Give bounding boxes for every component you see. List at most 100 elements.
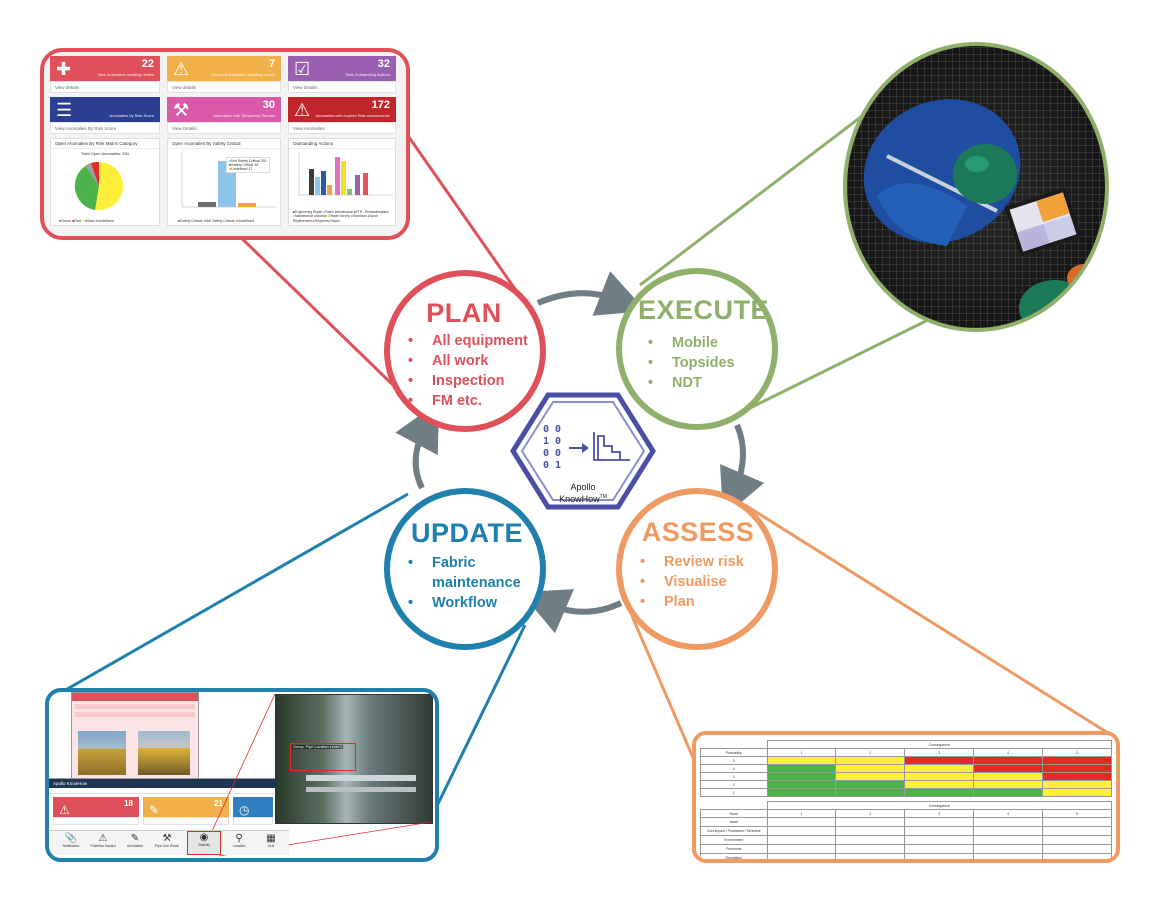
plan-item: All work xyxy=(408,351,548,371)
execute-title: EXECUTE xyxy=(638,295,770,325)
dashboard-tile-expired-risk[interactable]: ⚠ 172 Anomalies with expired Risk assess… xyxy=(288,97,396,134)
risk-row: 5 xyxy=(700,756,1112,765)
hub-binary: 0 0 1 0 0 0 0 1 xyxy=(543,424,562,471)
bar-safety-critical xyxy=(198,202,216,207)
plan-dashboard-panel: ✚ 22 New Anomalies awaiting review View … xyxy=(40,48,410,240)
dashboard-tile-new-anomalies[interactable]: ✚ 22 New Anomalies awaiting review View … xyxy=(50,56,160,93)
warning-icon: ⚠ xyxy=(59,803,70,817)
pipe-annotation-box[interactable] xyxy=(290,743,356,771)
cycle-arrow-assess-to-update xyxy=(520,589,623,634)
assess-item: Visualise xyxy=(640,572,768,592)
plan-item: All equipment xyxy=(408,331,548,351)
plan-list: All equipment All work Inspection FM etc… xyxy=(408,331,548,411)
plan-title: PLAN xyxy=(426,298,502,328)
plan-item: FM etc. xyxy=(408,391,548,411)
update-tile-history[interactable]: ◷ xyxy=(233,797,273,825)
dashboard-tile-outstanding-actions[interactable]: ☑ 32 Total Outstanding Actions View Deta… xyxy=(288,56,396,93)
pipe-annotation-label: Group: Pipe Location Level 1 xyxy=(292,745,343,749)
actions-chart-legend: ■Engineering Repair ■Fabric Maintenance … xyxy=(293,209,389,223)
pie-chart-subtitle: Total Open Anomalies: 334 xyxy=(81,151,129,156)
update-screen-panel: Apollo KnowHow ⚠ 18 ✎ 21 ◷ Group: Pipe L… xyxy=(45,688,439,862)
calendar-alert-icon: ⚠ xyxy=(294,100,311,120)
assess-title: ASSESS xyxy=(641,517,755,547)
safety-critical-chart-card: Open Anomalies By Safety Critical ■Not S… xyxy=(167,138,281,226)
warning-icon: ⚠ xyxy=(173,59,190,79)
plus-icon: ✚ xyxy=(56,59,72,79)
update-stage: UPDATE Fabric maintenance Workflow xyxy=(408,518,548,613)
risk-row: 3 xyxy=(700,772,1112,781)
update-connector-top xyxy=(47,492,409,702)
risk-matrix-row-header: Probability xyxy=(700,748,768,757)
pie-chart-card: Open Anomalies By Risk Matrix Category T… xyxy=(50,138,160,226)
dashboard-tile-deferred-anomalies[interactable]: ⚠ 7 Deferred Anomalies awaiting review V… xyxy=(167,56,281,93)
toolbar-potential-hazard[interactable]: ⚠Potential Hazard xyxy=(90,833,116,848)
dashboard-tile-risk-score[interactable]: ☰ Anomalies by Risk Score View Anomalies… xyxy=(50,97,160,134)
toolbar-notification[interactable]: 📎Notification xyxy=(57,833,85,848)
inspection-form-inset xyxy=(71,692,199,780)
plan-item: Inspection xyxy=(408,371,548,391)
pipework-photo: Group: Pipe Location Level 1 xyxy=(275,694,433,824)
toolbar-pipe-line-route[interactable]: ⚒Pipe Line Route xyxy=(154,833,180,848)
pie-legend: ■Green ■Red ■Yellow ■Undefined xyxy=(59,219,114,223)
execute-stage: EXECUTE Mobile Topsides NDT xyxy=(638,295,770,393)
safety-chart-title: Open Anomalies By Safety Critical xyxy=(168,139,280,149)
toolbar-location[interactable]: ⚲Location xyxy=(225,833,253,848)
update-title: UPDATE xyxy=(410,518,523,548)
update-list: Fabric maintenance Workflow xyxy=(408,553,548,613)
toolbar-annotation[interactable]: ✎Annotation xyxy=(121,833,149,848)
update-tile-warnings[interactable]: ⚠ 18 xyxy=(53,797,139,825)
pin-icon: ⚲ xyxy=(235,833,243,844)
cycle-arrow-update-to-plan xyxy=(395,401,440,490)
cycle-arrow-execute-to-assess xyxy=(720,423,765,518)
update-tile-edits[interactable]: ✎ 21 xyxy=(143,797,229,825)
pie-chart-title: Open Anomalies By Risk Matrix Category xyxy=(51,139,159,149)
assess-item: Plan xyxy=(640,592,768,612)
grid-icon: ▦ xyxy=(266,833,276,844)
execute-connector-top xyxy=(639,108,871,287)
safety-chart-footer: ■Safety Critical ■Not Safety Critical ■U… xyxy=(178,219,254,223)
outstanding-actions-chart-card: Outstanding Actions ■Engineering Repair … xyxy=(288,138,396,226)
pie-chart xyxy=(74,161,123,210)
assess-connector-top xyxy=(744,503,1109,735)
list-icon: ☰ xyxy=(56,100,73,120)
risk-row: 2 xyxy=(700,780,1112,789)
wrench-icon: ⚒ xyxy=(162,833,172,844)
bar-undefined xyxy=(238,203,256,207)
toolbar-grid[interactable]: ▦Grid xyxy=(257,833,285,848)
risk-matrix-header: Consequence xyxy=(766,740,1112,749)
bar-chart-icon xyxy=(593,432,630,461)
update-item: Workflow xyxy=(408,593,548,613)
warning-icon: ⚠ xyxy=(98,833,108,844)
dashboard-tile-temporary-repairs[interactable]: ⚒ 30 Anomalies with Temporary Repairs Vi… xyxy=(167,97,281,134)
plan-stage: PLAN All equipment All work Inspection F… xyxy=(408,298,548,411)
execute-item: NDT xyxy=(648,373,762,393)
paperclip-icon: 📎 xyxy=(64,833,78,844)
equipment-photo-1 xyxy=(78,731,126,775)
outstanding-actions-chart xyxy=(298,153,393,196)
plan-connector-right xyxy=(388,109,524,300)
assess-item: Review risk xyxy=(640,552,768,572)
hub-hexagon-inner xyxy=(520,401,646,501)
update-item: Fabric xyxy=(408,553,548,573)
hub-title: Apollo KnowHowTM xyxy=(559,482,607,504)
pencil-icon: ✎ xyxy=(149,803,160,817)
execute-list: Mobile Topsides NDT xyxy=(648,333,762,393)
execute-item: Mobile xyxy=(648,333,762,353)
safety-chart-legend: ■Not Safety Critical 201 ■Safety Critica… xyxy=(226,157,270,173)
update-app-header: Apollo KnowHow xyxy=(49,779,277,788)
pie-slice-undefined xyxy=(85,163,99,186)
assess-stage: ASSESS Review risk Visualise Plan xyxy=(638,517,768,612)
clock-icon: ◷ xyxy=(239,803,250,817)
execute-item: Topsides xyxy=(648,353,762,373)
calendar-check-icon: ☑ xyxy=(294,59,311,79)
toolbar-visibility[interactable]: ◉Visibility xyxy=(187,831,221,855)
arrow-right-icon xyxy=(569,443,589,453)
equipment-photo-2 xyxy=(138,731,190,775)
eye-icon: ◉ xyxy=(199,832,209,843)
pie-slice-red xyxy=(91,161,99,186)
wrench-icon: ⚒ xyxy=(173,100,190,120)
update-item-continued: maintenance xyxy=(432,575,521,591)
pie-slice-green-2 xyxy=(78,186,99,210)
